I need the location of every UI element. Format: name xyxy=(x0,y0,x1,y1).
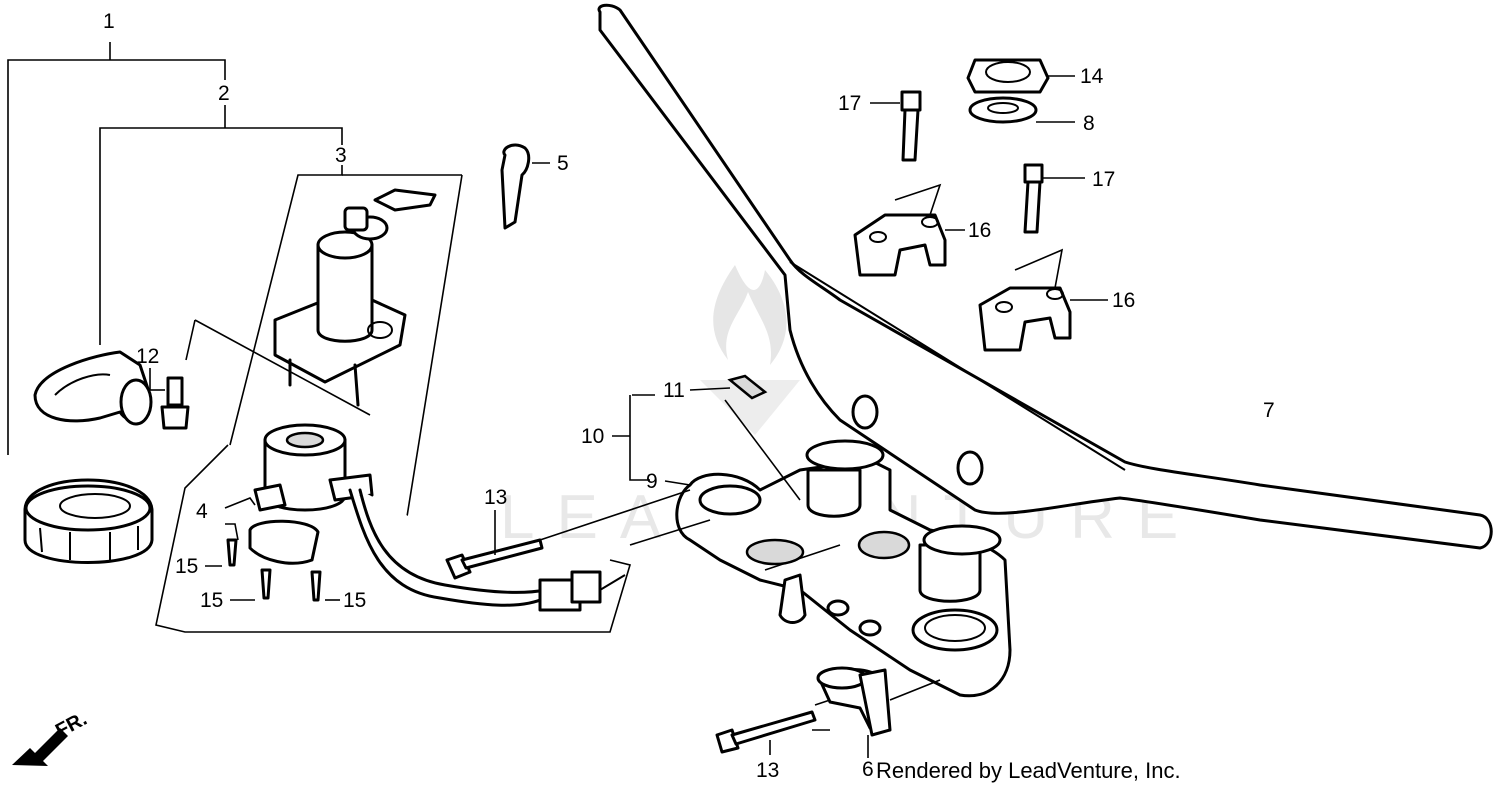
callout-17-b: 17 xyxy=(1092,168,1115,191)
callout-8: 8 xyxy=(1083,112,1095,135)
callout-1: 1 xyxy=(103,10,115,33)
handlebar xyxy=(597,3,1493,550)
callout-15-a: 15 xyxy=(175,555,198,578)
callout-2: 2 xyxy=(218,82,230,105)
callout-11: 11 xyxy=(663,379,685,402)
screw-12 xyxy=(149,368,190,430)
callout-15-c: 15 xyxy=(343,589,366,612)
lower-clamp xyxy=(812,666,941,758)
callout-13-upper: 13 xyxy=(484,486,507,509)
callout-12: 12 xyxy=(136,345,159,368)
wire-harness xyxy=(348,488,626,612)
callout-17-a: 17 xyxy=(838,92,861,115)
bolts-13 xyxy=(445,489,817,755)
callout-15-b: 15 xyxy=(200,589,223,612)
screws-15 xyxy=(205,538,340,602)
ignition-switch xyxy=(185,188,437,416)
callout-10: 10 xyxy=(581,425,604,448)
callout-13-lower: 13 xyxy=(756,759,779,782)
callout-14: 14 xyxy=(1080,65,1104,88)
front-direction-arrow: FR. xyxy=(12,708,91,766)
upper-clamp-hardware xyxy=(853,58,1108,352)
callout-6: 6 xyxy=(862,758,874,781)
callout-5: 5 xyxy=(557,152,569,175)
callout-9: 9 xyxy=(646,470,658,493)
credit-text: Rendered by LeadVenture, Inc. xyxy=(876,758,1181,783)
key xyxy=(500,143,550,230)
callout-labels: 1 2 3 4 5 6 7 8 9 10 11 12 13 13 14 15 1… xyxy=(103,10,1275,782)
top-bridge xyxy=(612,374,1012,698)
callout-7: 7 xyxy=(1263,399,1275,422)
callout-3: 3 xyxy=(335,144,347,167)
cap-hinge xyxy=(33,350,153,426)
callout-16-b: 16 xyxy=(1112,289,1135,312)
callout-16-a: 16 xyxy=(968,219,991,242)
callout-4: 4 xyxy=(196,500,208,523)
assembly-brackets xyxy=(7,42,632,633)
lock-cylinder xyxy=(224,423,374,565)
fuel-cap xyxy=(23,478,154,564)
